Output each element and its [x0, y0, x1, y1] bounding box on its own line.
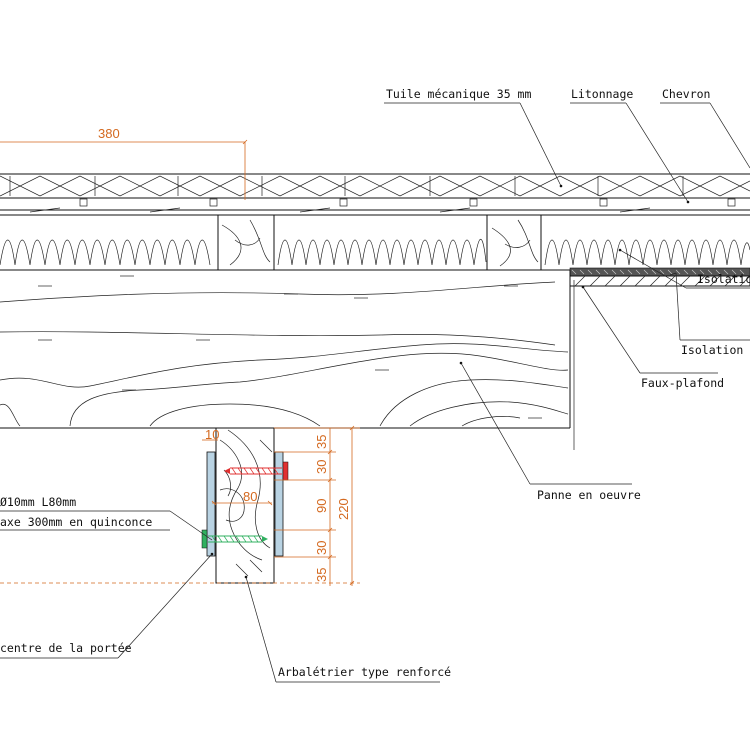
label-chevron: Chevron	[662, 87, 710, 101]
label-litonnage: Litonnage	[571, 87, 633, 101]
leader-lines	[0, 102, 750, 683]
dim-380: 380	[98, 126, 120, 141]
label-fixing-1: Ø10mm L80mm	[0, 495, 76, 509]
tile-layer	[0, 173, 750, 199]
reinforced-rafter	[201, 427, 289, 584]
label-panne: Panne en oeuvre	[537, 488, 641, 502]
red-bolt	[224, 461, 289, 481]
dim-30-top: 30	[314, 460, 329, 474]
dim-35-top: 35	[314, 435, 329, 449]
steel-plate-left	[206, 451, 216, 557]
dimension-labels: 380 10 80 35 30 90 30 35 220	[98, 126, 351, 582]
dim-220: 220	[336, 498, 351, 520]
dim-10: 10	[205, 427, 219, 442]
green-bolt	[201, 529, 268, 549]
label-isolation-a: Isolatio	[697, 272, 750, 286]
label-centre: centre de la portée	[0, 641, 132, 655]
insulation-layer	[0, 214, 750, 287]
dimension-lines	[0, 139, 360, 586]
label-isolation-b: Isolation 1	[681, 343, 750, 357]
label-faux-plafond: Faux-plafond	[641, 376, 724, 390]
dim-90: 90	[314, 499, 329, 513]
callout-labels: Tuile mécanique 35 mm Litonnage Chevron …	[0, 87, 750, 679]
label-fixing-2: axe 300mm en quinconce	[0, 515, 152, 529]
batten-layer	[0, 197, 750, 213]
dim-30-bottom: 30	[314, 541, 329, 555]
label-tuile: Tuile mécanique 35 mm	[386, 87, 531, 101]
label-arbaletrier: Arbalétrier type renforcé	[278, 665, 451, 679]
dim-35-bottom: 35	[314, 568, 329, 582]
purlin-beam	[0, 269, 575, 450]
dim-80: 80	[243, 489, 257, 504]
